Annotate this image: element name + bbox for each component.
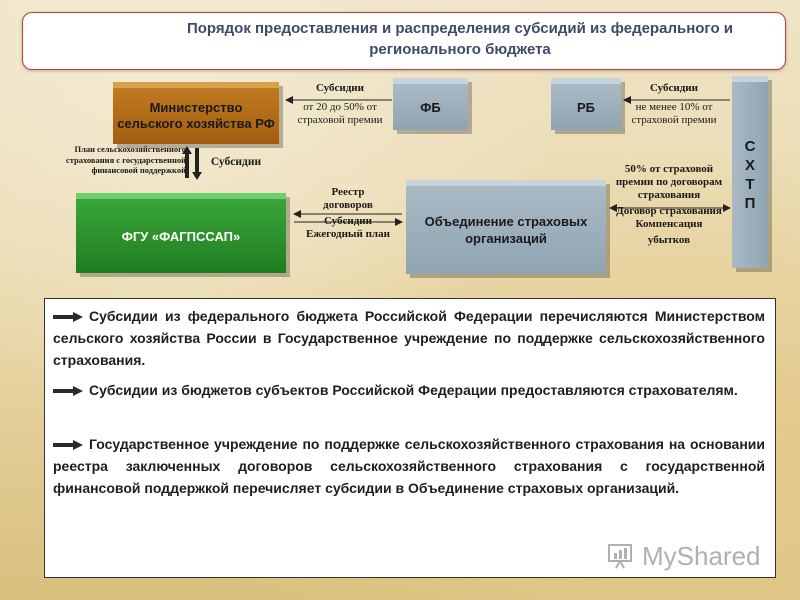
plan-line-3: финансовой поддержкой [91,165,186,175]
title-line-1: Порядок предоставления и распределения с… [186,20,734,37]
plan-label: План сельскохозяйственного страхования с… [46,144,186,176]
subsidy-vertical-text: Субсидии [210,156,262,168]
ministry-line-2: сельского хозяйства РФ [117,116,275,131]
fb-label: ФБ [420,99,441,115]
ministry-line-1: Министерство [149,100,243,115]
right-line-2: премии по договорам [615,176,723,188]
union-line-2: организаций [465,231,547,246]
arrow-bullet-icon [53,312,83,323]
text-panel: Субсидии из федерального бюджета Российс… [44,298,776,578]
union-line-1: Объединение страховых [424,214,588,229]
fb-subsidy-line-2: страховой премии [297,114,383,126]
fb-subsidy-label: Субсидии от 20 до 50% от страховой преми… [288,82,392,127]
rb-subsidy-line-1: не менее 10% от [635,101,713,113]
right-line-6: убытков [647,234,691,246]
registry-line-4: Ежегодный план [306,228,390,240]
fgu-box: ФГУ «ФАГПССАП» [76,193,286,273]
rb-label: РБ [576,99,595,115]
fb-subsidy-title: Субсидии [316,82,364,94]
union-box: Объединение страховых организаций [406,180,606,274]
subsidy-vertical-label: Субсидии [204,156,268,169]
fgu-label: ФГУ «ФАГПССАП» [121,228,241,244]
rb-subsidy-label: Субсидии не менее 10% от страховой преми… [620,82,728,127]
sxtp-letter: Т [745,176,755,193]
down-arrow [192,148,202,180]
registry-line-2: договоров [323,199,373,211]
paragraph-1-text: Субсидии из федерального бюджета Российс… [53,308,765,368]
registry-line-3: Субсидии [324,215,372,227]
up-arrow [182,146,192,178]
sxtp-letter: С [744,138,756,155]
right-line-4: Договор страхования [616,205,722,217]
sxtp-box: С Х Т П [732,76,768,268]
fb-subsidy-line-1: от 20 до 50% от [303,101,377,113]
sxtp-letter: П [744,195,756,212]
rb-box: РБ [551,78,621,130]
arrow-bullet-icon [53,386,83,397]
sxtp-letter: Х [744,157,755,174]
paragraph-3-text: Государственное учреждение по поддержке … [53,436,765,496]
union-sxtp-label: 50% от страховой премии по договорам стр… [604,163,734,247]
paragraph-2-text: Субсидии из бюджетов субъектов Российско… [89,382,738,398]
paragraph-3: Государственное учреждение по поддержке … [53,433,765,499]
paragraph-2: Субсидии из бюджетов субъектов Российско… [53,379,765,401]
myshared-icon [608,544,632,569]
title-box [22,12,786,70]
title-line-2: регионального бюджета [369,41,551,58]
right-line-3: страхования [637,189,701,201]
plan-line-2: страхования с государственной [65,154,186,165]
fb-box: ФБ [393,78,468,130]
right-line-5: Компенсация [635,218,703,230]
ministry-box: Министерство сельского хозяйства РФ [113,82,279,144]
watermark: MyShared [606,538,776,574]
registry-line-1: Реестр [331,186,365,198]
paragraph-1: Субсидии из федерального бюджета Российс… [53,305,765,371]
right-line-1: 50% от страховой [624,163,714,175]
rb-subsidy-title: Субсидии [650,82,698,94]
registry-label: Реестр договоров Субсидии Ежегодный план [294,186,402,241]
page-title: Порядок предоставления и распределения с… [150,18,770,60]
watermark-text: MyShared [642,540,761,571]
rb-subsidy-line-2: страховой премии [631,114,717,126]
plan-line-1: План сельскохозяйственного [74,144,186,154]
arrow-bullet-icon [53,440,83,451]
